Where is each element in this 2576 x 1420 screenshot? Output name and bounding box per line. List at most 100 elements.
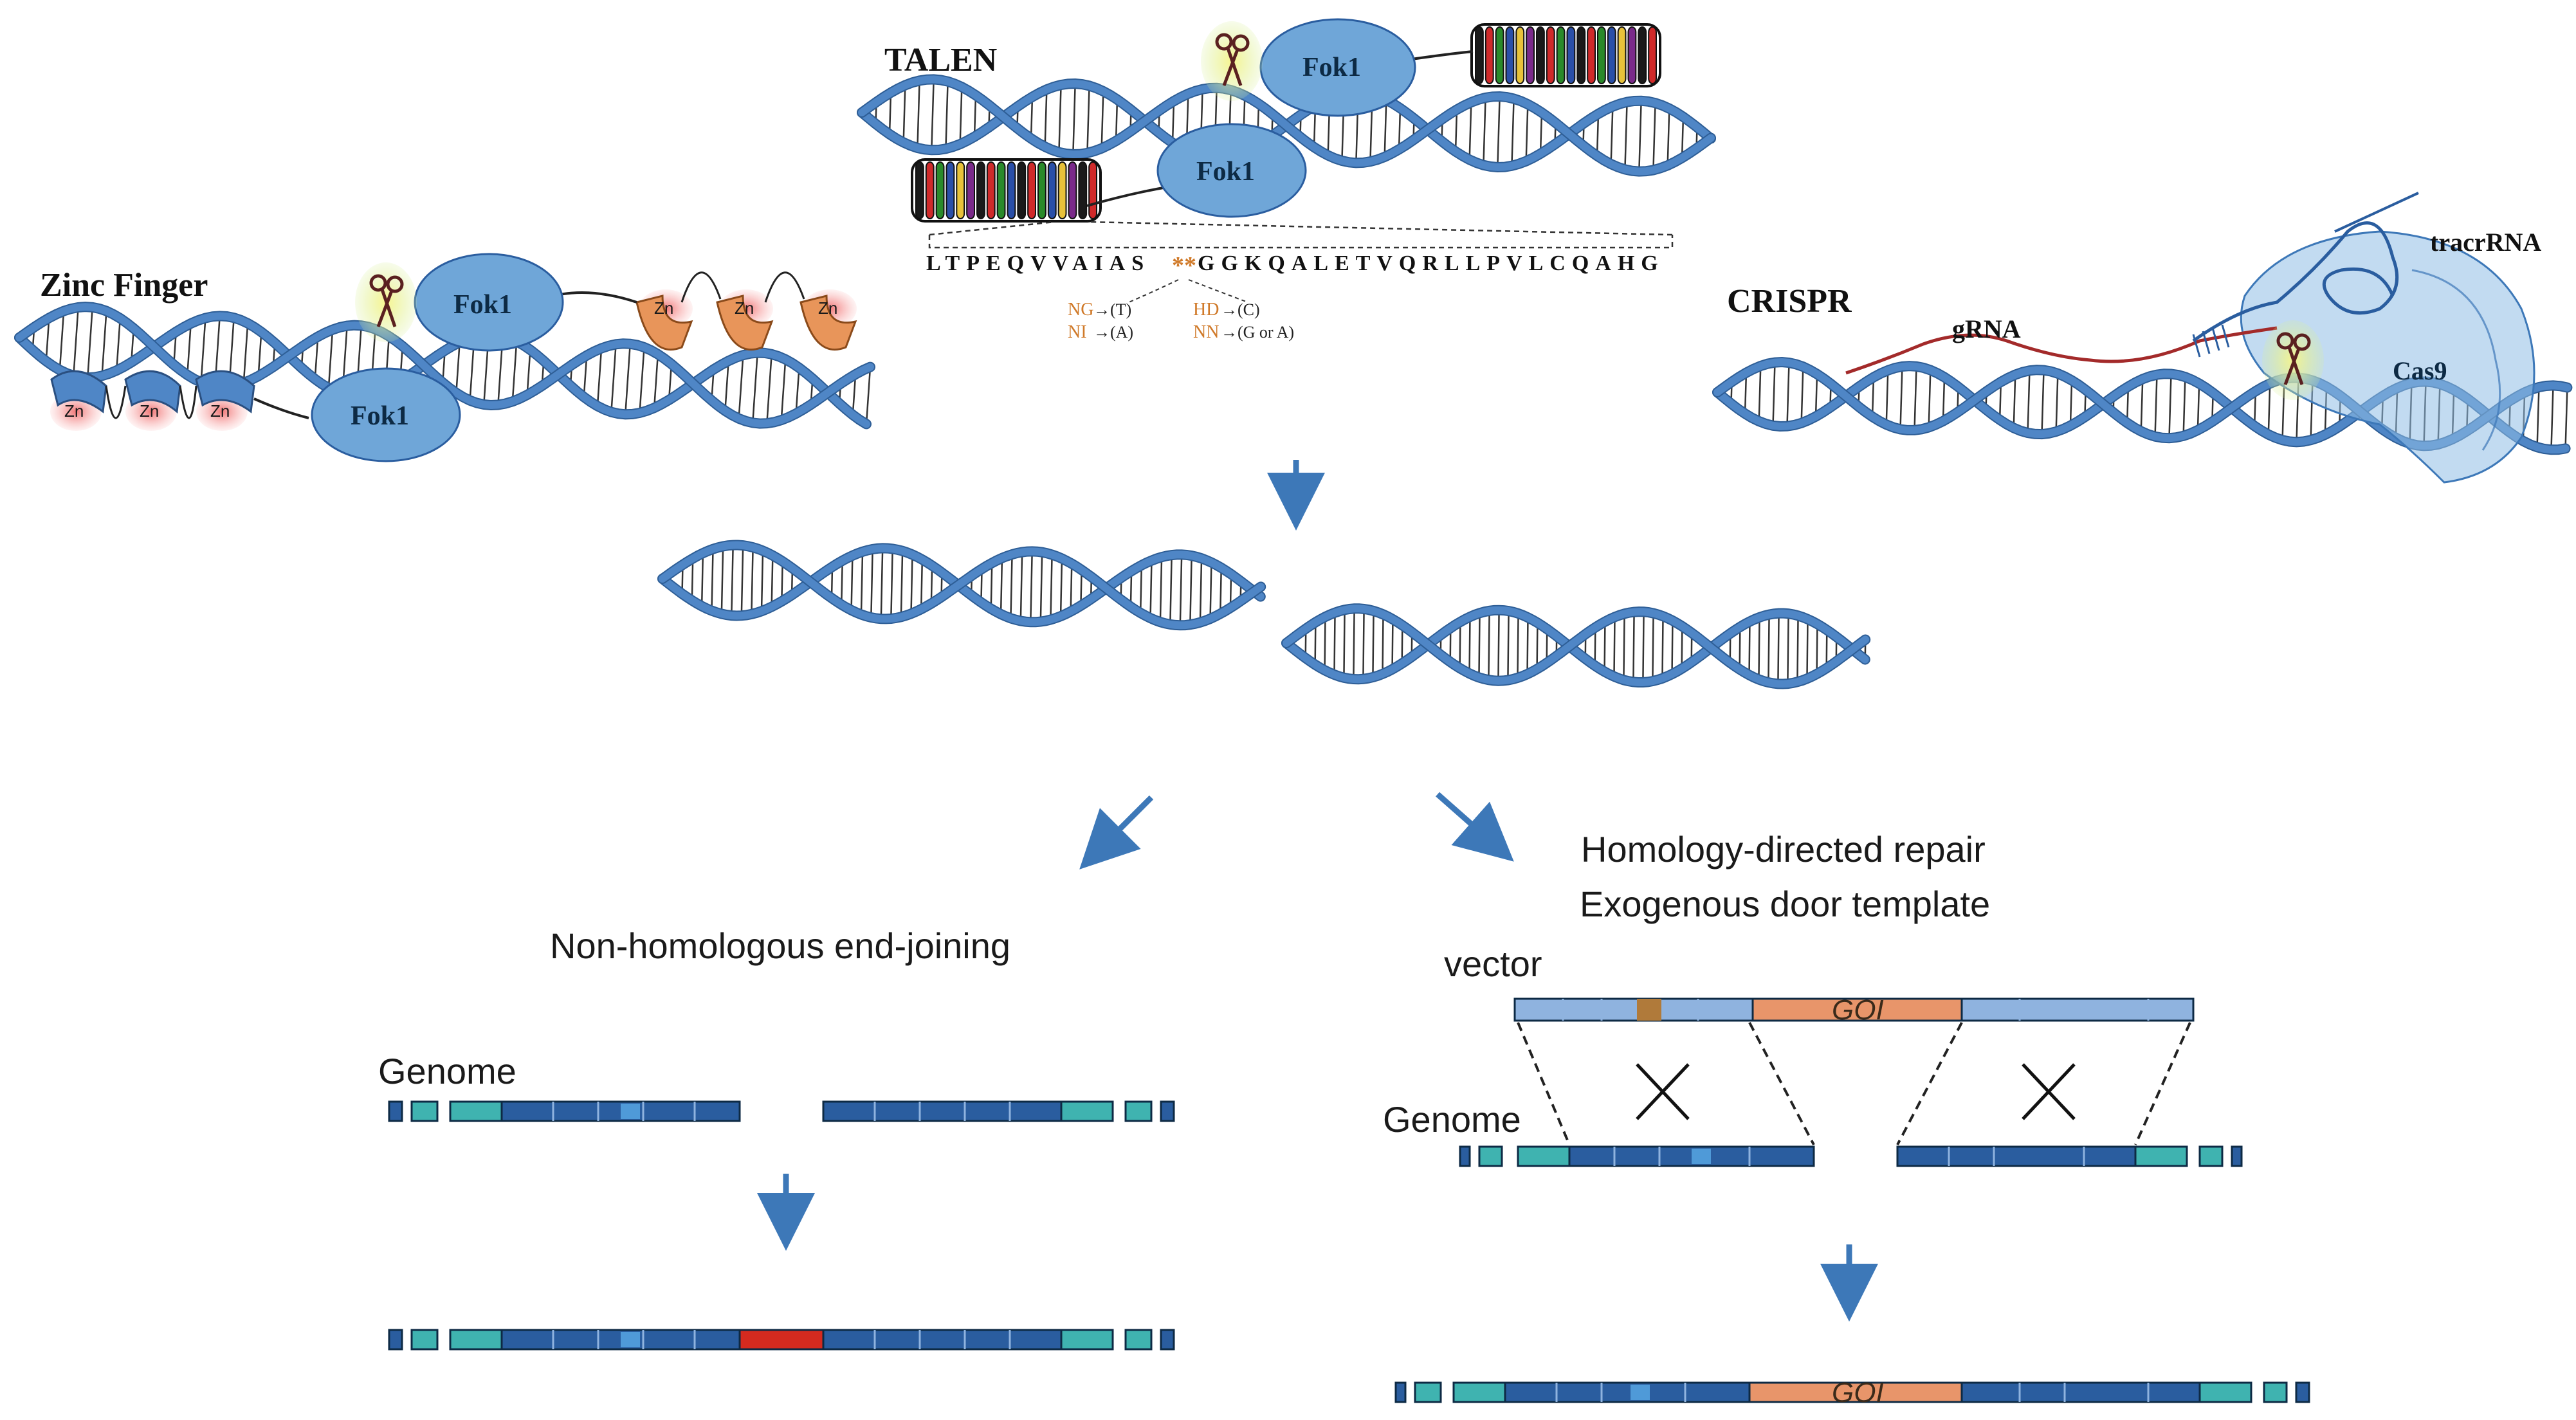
talen-fok1-bottom: Fok1 xyxy=(1156,123,1307,218)
genome-exon-small xyxy=(388,1329,403,1351)
base-pair-rung xyxy=(738,355,744,419)
base-pair-rung xyxy=(1899,366,1903,430)
base-pair-rung xyxy=(860,551,864,615)
base-pair-rung xyxy=(2041,370,2045,435)
genome-exon xyxy=(2198,1381,2252,1403)
rvd-ni-base: →(A) xyxy=(1093,323,1133,341)
base-pair-rung xyxy=(2550,385,2554,450)
base-pair-rung xyxy=(1871,377,1875,417)
hdr-genome-repaired xyxy=(1394,1381,2310,1403)
base-pair-rung xyxy=(2536,387,2540,448)
zn-label-6: Zn xyxy=(818,298,837,318)
base-pair-rung xyxy=(920,560,924,610)
base-pair-rung xyxy=(1744,372,1748,414)
double-strand-break-right xyxy=(1281,603,1871,689)
genome-exon-small xyxy=(2198,1145,2224,1167)
hdr-vector xyxy=(1513,997,2195,1022)
zinc-finger-panel: Zinc Finger Zn Zn Zn Zn xyxy=(14,253,875,462)
cas9-label: Cas9 xyxy=(2393,356,2447,385)
tal-repeat xyxy=(1617,26,1627,84)
base-pair-rung xyxy=(2197,383,2200,430)
nhej-genome-broken xyxy=(388,1100,1175,1122)
tal-repeat xyxy=(1515,26,1525,84)
dna-strand xyxy=(15,312,870,428)
base-pair-rung xyxy=(930,565,933,604)
nhej-title: Non-homologous end-joining xyxy=(550,925,1010,966)
base-pair-rung xyxy=(187,323,192,376)
tal-repeat xyxy=(986,161,996,219)
crispr-label: CRISPR xyxy=(1727,283,1852,320)
base-pair-rung xyxy=(1086,86,1090,153)
tal-repeat xyxy=(1037,161,1046,219)
base-pair-rung xyxy=(1059,558,1063,617)
tal-repeat xyxy=(925,161,935,219)
scissors-icon xyxy=(2262,320,2324,400)
base-pair-rung xyxy=(1044,89,1048,147)
hdr-pathway: Homology-directed repair Exogenous door … xyxy=(1383,829,2310,1408)
genome-exon xyxy=(449,1329,503,1351)
grna-label: gRNA xyxy=(1952,314,2021,343)
zn-label-2: Zn xyxy=(140,401,159,421)
base-pair-rung xyxy=(865,367,872,424)
cross-icon xyxy=(2022,1063,2076,1120)
rvd-ng-base: →(T) xyxy=(1093,300,1131,319)
genome-exon-small xyxy=(1478,1145,1503,1167)
zn-label-3: Zn xyxy=(210,401,230,421)
tal-repeat xyxy=(1526,26,1535,84)
base-pair-rung xyxy=(59,311,65,370)
tal-repeat xyxy=(1638,26,1647,84)
tal-repeat xyxy=(1484,26,1494,84)
base-pair-rung xyxy=(740,545,744,616)
base-pair-rung xyxy=(1511,98,1515,166)
base-pair-rung xyxy=(1362,608,1365,679)
dna-strand xyxy=(858,75,1715,176)
tal-repeat xyxy=(1627,26,1637,84)
genome-exon-small xyxy=(388,1100,403,1122)
base-pair-rung xyxy=(1199,558,1203,623)
base-pair-rung xyxy=(2182,377,2186,436)
genome-exon-small xyxy=(1414,1381,1442,1403)
tal-repeat xyxy=(935,161,945,219)
base-pair-rung xyxy=(1169,555,1173,624)
base-pair-rung xyxy=(1030,551,1033,623)
base-pair-rung xyxy=(1786,362,1790,426)
base-pair-rung xyxy=(1758,365,1762,422)
genome-exon xyxy=(1517,1145,1571,1167)
base-pair-rung xyxy=(2154,374,2158,437)
tal-repeat xyxy=(1007,161,1016,219)
tal-repeat xyxy=(1556,26,1566,84)
genome-exon-small xyxy=(2231,1145,2243,1167)
tal-repeat xyxy=(1597,26,1606,84)
tal-repeat xyxy=(1068,161,1077,219)
base-pair-rung xyxy=(2564,387,2568,449)
base-pair-rung xyxy=(752,352,758,423)
cross-icon xyxy=(1636,1063,1690,1120)
base-pair-rung xyxy=(45,318,50,361)
base-pair-rung xyxy=(583,355,588,397)
nhej-pathway: Non-homologous end-joining Genome xyxy=(378,925,1175,1351)
tal-repeat xyxy=(966,161,975,219)
base-pair-rung xyxy=(780,359,787,421)
genome-exon xyxy=(1452,1381,1506,1403)
base-pair-rung xyxy=(242,323,249,383)
base-pair-rung xyxy=(1149,560,1153,619)
base-pair-rung xyxy=(73,307,79,376)
base-pair-rung xyxy=(1058,84,1062,152)
base-pair-rung xyxy=(1454,109,1458,152)
base-pair-rung xyxy=(1488,610,1490,680)
base-pair-rung xyxy=(327,329,334,388)
base-pair-rung xyxy=(1517,613,1519,678)
base-pair-rung xyxy=(1209,562,1212,619)
zinc-finger-fok1-bottom: Fok1 xyxy=(311,367,461,462)
base-pair-rung xyxy=(1070,563,1073,612)
dna-strand xyxy=(1283,605,1870,688)
genome-exon-small xyxy=(410,1100,439,1122)
base-pair-rung xyxy=(1483,97,1486,165)
hdr-vector-label: vector xyxy=(1444,943,1542,984)
base-pair-rung xyxy=(766,354,772,424)
arrow-down-icon xyxy=(1436,792,1514,862)
base-pair-rung xyxy=(1816,624,1818,675)
base-pair-rung xyxy=(1768,614,1770,683)
tal-repeat xyxy=(1505,26,1515,84)
base-pair-rung xyxy=(200,318,206,383)
